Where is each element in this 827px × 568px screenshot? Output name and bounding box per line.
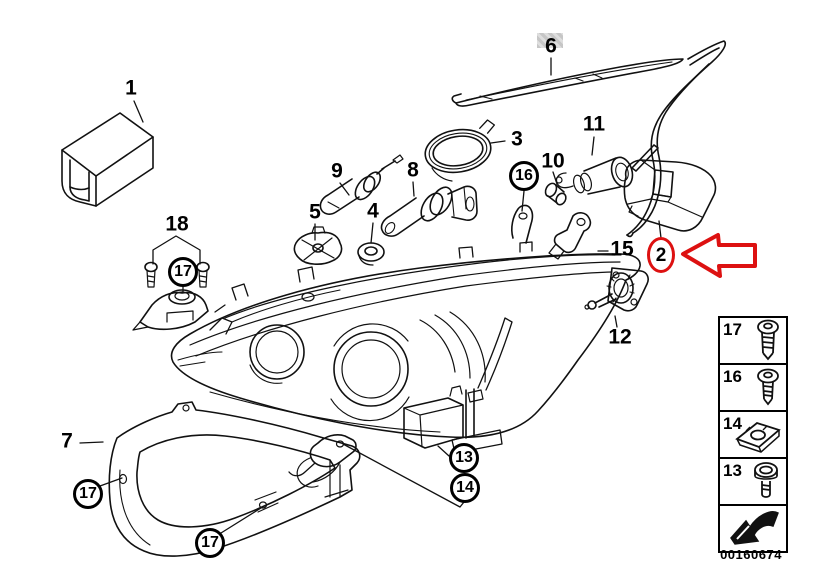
legend-label-16: 16: [723, 367, 742, 386]
callout-10: 10: [541, 149, 565, 173]
callout-11: 11: [582, 112, 606, 136]
headlight-assembly-drawing: [170, 204, 641, 488]
callout-17-circled-a: 17: [168, 257, 198, 287]
clip-nut-icon: [735, 421, 781, 453]
callout-14-circled: 14: [450, 473, 480, 503]
legend-row-16: 16: [720, 365, 786, 412]
direction-arrow-icon: [730, 511, 779, 545]
diagram-number: 00160674: [720, 547, 782, 562]
part-7-drawing: [108, 401, 361, 557]
legend-label-13: 13: [723, 461, 742, 480]
part-8-drawing: [380, 185, 478, 237]
part-18-drawing: [132, 261, 210, 331]
part-12-drawing: [584, 267, 649, 312]
callout-1: 1: [125, 76, 137, 100]
screw-long-icon: [757, 319, 779, 361]
part-10-drawing: [544, 182, 567, 206]
part-5-drawing: [293, 226, 343, 265]
legend-row-arrow: [720, 506, 786, 551]
callout-16-circled: 16: [509, 161, 539, 191]
callout-3: 3: [511, 127, 523, 151]
legend-row-14: 14: [720, 412, 786, 459]
part-15-drawing: [548, 144, 659, 260]
callout-15: 15: [610, 237, 634, 261]
callout-4: 4: [367, 199, 379, 223]
part-3-drawing: [424, 119, 496, 182]
callout-12: 12: [608, 325, 632, 349]
callout-5: 5: [309, 200, 321, 224]
nut-stud-icon: [754, 462, 778, 498]
callout-2-highlighted: 2: [647, 237, 675, 273]
callout-17-circled-c: 17: [195, 528, 225, 558]
part-4-drawing: [357, 242, 385, 266]
callout-18: 18: [165, 212, 189, 236]
callout-8: 8: [407, 158, 419, 182]
legend-row-17: 17: [720, 318, 786, 365]
part-6-drawing: [451, 58, 684, 107]
legend-label-14: 14: [723, 414, 742, 433]
attention-arrow: [681, 233, 757, 278]
callout-13-circled: 13: [449, 443, 479, 473]
part-1-drawing: [61, 112, 154, 207]
seal-gasket-drawing: [626, 40, 727, 238]
leader-lines: [79, 57, 662, 534]
part-9-drawing: [319, 154, 404, 215]
part-2-drawing: [623, 159, 717, 232]
fasteners-legend-table: 17 16 14 13: [718, 316, 788, 553]
legend-row-13: 13: [720, 459, 786, 506]
gray-watermark: [537, 33, 563, 48]
screw-short-icon: [757, 368, 779, 406]
callout-7: 7: [61, 429, 73, 453]
callout-17-circled-b: 17: [73, 479, 103, 509]
callout-9: 9: [331, 159, 343, 183]
part-11-drawing: [555, 156, 634, 195]
callout-6: 6: [545, 34, 557, 58]
legend-label-17: 17: [723, 320, 742, 339]
